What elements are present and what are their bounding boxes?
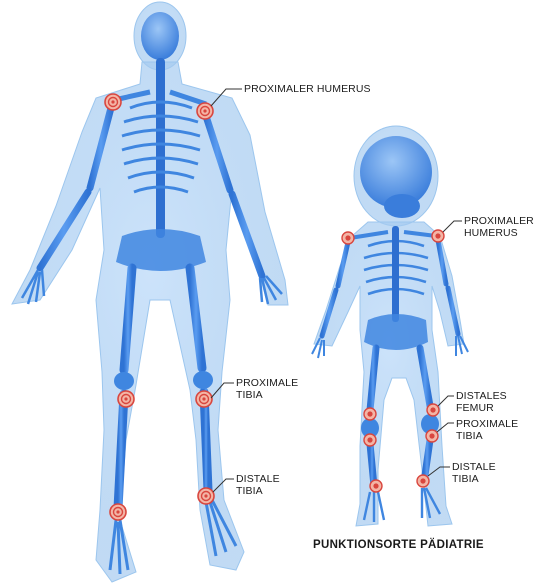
adult-label-proximal-tibia-line2: TIBIA bbox=[236, 389, 298, 401]
pediatric-label-proximal-humerus-line1: PROXIMALER bbox=[464, 215, 534, 227]
pediatric-label-distal-tibia: DISTALE TIBIA bbox=[452, 461, 496, 485]
pediatric-label-proximal-tibia: PROXIMALE TIBIA bbox=[456, 418, 518, 442]
adult-label-distal-tibia-line2: TIBIA bbox=[236, 485, 280, 497]
adult-target-tibia-left bbox=[118, 391, 134, 407]
adult-target-humerus-right bbox=[197, 103, 213, 119]
pediatric-figure bbox=[312, 126, 468, 526]
pediatric-target-distal-tibia-left bbox=[370, 480, 382, 492]
pediatric-label-proximal-tibia-line2: TIBIA bbox=[456, 430, 518, 442]
pediatric-target-femur-left bbox=[364, 408, 376, 420]
pediatric-label-distal-femur: DISTALES FEMUR bbox=[456, 390, 507, 414]
pediatric-label-proximal-tibia-line1: PROXIMALE bbox=[456, 418, 518, 430]
pediatric-target-humerus-left bbox=[342, 232, 354, 244]
adult-label-proximal-tibia-line1: PROXIMALE bbox=[236, 377, 298, 389]
adult-label-proximal-tibia: PROXIMALE TIBIA bbox=[236, 377, 298, 401]
pediatric-spine bbox=[392, 226, 399, 322]
caption-pediatric-sites: PUNKTIONSORTE PÄDIATRIE bbox=[313, 539, 484, 551]
pediatric-label-distal-femur-line2: FEMUR bbox=[456, 402, 507, 414]
adult-label-proximal-humerus: PROXIMALER HUMERUS bbox=[244, 83, 371, 95]
pediatric-label-proximal-humerus-line2: HUMERUS bbox=[464, 227, 534, 239]
pediatric-target-tibia-left bbox=[364, 434, 376, 446]
adult-target-distal-tibia-left bbox=[110, 504, 126, 520]
adult-target-tibia-right bbox=[196, 391, 212, 407]
adult-knee-left bbox=[114, 372, 134, 390]
adult-target-distal-tibia-right bbox=[198, 488, 214, 504]
adult-label-distal-tibia: DISTALE TIBIA bbox=[236, 473, 280, 497]
pediatric-label-proximal-humerus: PROXIMALER HUMERUS bbox=[464, 215, 534, 239]
adult-spine bbox=[156, 58, 165, 238]
adult-label-distal-tibia-line1: DISTALE bbox=[236, 473, 280, 485]
pediatric-label-distal-femur-line1: DISTALES bbox=[456, 390, 507, 402]
pediatric-pelvis bbox=[364, 314, 428, 350]
adult-skull bbox=[141, 12, 179, 60]
pediatric-target-humerus-right bbox=[432, 230, 444, 242]
pediatric-target-tibia-right bbox=[426, 430, 438, 442]
pediatric-target-femur-right bbox=[427, 404, 439, 416]
adult-knee-right bbox=[193, 371, 213, 389]
pediatric-jaw bbox=[384, 194, 420, 218]
pediatric-label-distal-tibia-line1: DISTALE bbox=[452, 461, 496, 473]
pediatric-label-distal-tibia-line2: TIBIA bbox=[452, 473, 496, 485]
adult-target-humerus-left bbox=[105, 94, 121, 110]
pediatric-target-distal-tibia-right bbox=[417, 475, 429, 487]
